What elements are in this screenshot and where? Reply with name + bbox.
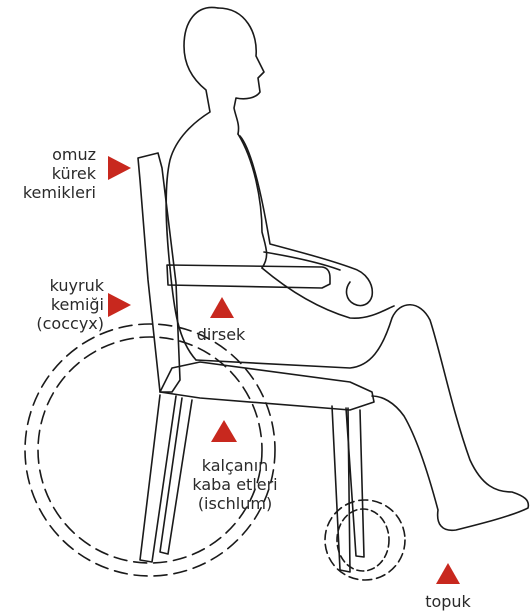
pressure-markers bbox=[108, 156, 460, 584]
buttocks-marker-icon bbox=[211, 420, 237, 442]
label-tailbone-line1: kuyruk bbox=[4, 276, 104, 295]
label-shoulder-line1: omuz bbox=[4, 145, 96, 164]
tailbone-marker-icon bbox=[108, 293, 131, 317]
label-shoulder-line2: kürek bbox=[4, 164, 96, 183]
label-buttocks-line2: kaba etleri bbox=[180, 475, 290, 494]
figure-head bbox=[166, 7, 218, 268]
chair-armrest bbox=[167, 265, 330, 288]
label-elbow-line1: dirsek bbox=[186, 325, 256, 344]
label-tailbone: kuyruk kemiği (coccyx) bbox=[4, 276, 104, 333]
label-tailbone-line3: (coccyx) bbox=[4, 314, 104, 333]
chair-backrest bbox=[138, 153, 180, 392]
heel-marker-icon bbox=[436, 563, 460, 584]
label-heel: topuk bbox=[418, 592, 478, 611]
rear-wheel-inner bbox=[38, 337, 262, 563]
label-shoulder-blades: omuz kürek kemikleri bbox=[4, 145, 96, 202]
figure-thigh-top bbox=[262, 268, 394, 318]
elbow-marker-icon bbox=[210, 297, 234, 318]
human-figure bbox=[166, 7, 528, 530]
label-elbow: dirsek bbox=[186, 325, 256, 344]
figure-face bbox=[218, 8, 264, 134]
label-shoulder-line3: kemikleri bbox=[4, 183, 96, 202]
label-heel-line1: topuk bbox=[418, 592, 478, 611]
label-buttocks-line1: kalçanın bbox=[180, 456, 290, 475]
label-tailbone-line2: kemiği bbox=[4, 295, 104, 314]
figure-torso-back bbox=[170, 268, 196, 360]
label-buttocks-line3: (ischlum) bbox=[180, 494, 290, 513]
wheelchair-drawing bbox=[25, 153, 405, 580]
label-buttocks: kalçanın kaba etleri (ischlum) bbox=[180, 456, 290, 513]
shoulder-marker-icon bbox=[108, 156, 131, 180]
figure-arm bbox=[240, 136, 372, 306]
